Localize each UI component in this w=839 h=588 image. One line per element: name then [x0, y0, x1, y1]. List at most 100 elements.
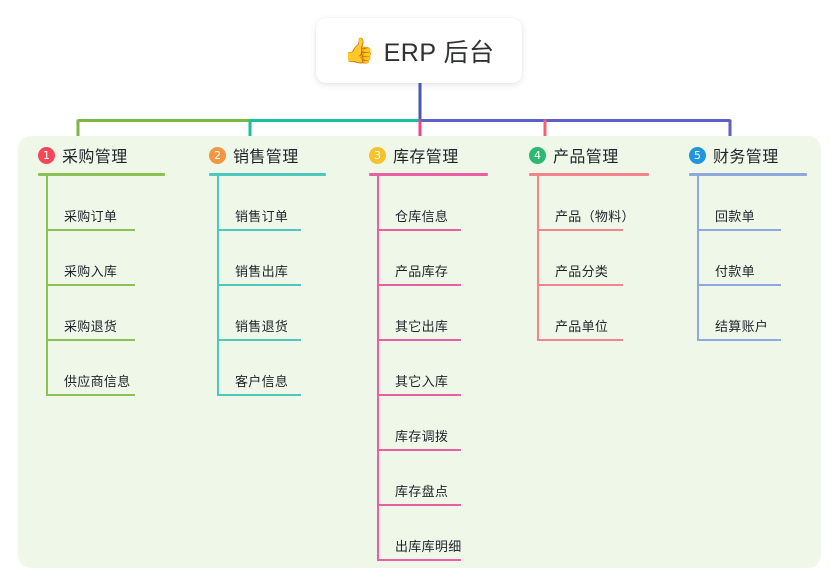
branch-header-1[interactable]: 1 采购管理: [38, 136, 189, 170]
branch-item-label: 销售退货: [235, 319, 289, 334]
branch-item-underline: [46, 284, 135, 286]
branch-item-label: 供应商信息: [64, 374, 131, 389]
branch-item-underline: [377, 229, 461, 231]
branch-item-underline: [377, 504, 461, 506]
branch-item-label: 客户信息: [235, 374, 289, 389]
branch-item-underline: [217, 229, 301, 231]
branch-item[interactable]: 付款单: [697, 231, 821, 286]
branch-item[interactable]: 销售订单: [217, 176, 349, 231]
branch-item-underline: [537, 339, 623, 341]
branch-items: 回款单付款单结算账户: [697, 176, 821, 341]
branch-item[interactable]: 销售出库: [217, 231, 349, 286]
branch-column-1: 1 采购管理采购订单采购入库采购退货供应商信息: [18, 136, 189, 568]
branch-item-underline: [46, 394, 135, 396]
branch-item-underline: [697, 284, 781, 286]
branch-header-underline: [209, 173, 326, 176]
branch-item[interactable]: 库存盘点: [377, 451, 509, 506]
branch-item[interactable]: 客户信息: [217, 341, 349, 396]
root-node-title: ERP 后台: [383, 38, 495, 67]
branch-item-underline: [46, 339, 135, 341]
branch-item-label: 付款单: [715, 264, 755, 279]
branch-item[interactable]: 采购退货: [46, 286, 189, 341]
branch-header-underline: [529, 173, 649, 176]
branch-item-underline: [537, 229, 623, 231]
branch-item[interactable]: 其它出库: [377, 286, 509, 341]
branch-number-badge: 5: [689, 146, 706, 164]
branch-number-badge: 4: [529, 146, 546, 164]
branch-trunk-line: [537, 176, 539, 341]
branch-item[interactable]: 采购订单: [46, 176, 189, 231]
branch-item[interactable]: 库存调拨: [377, 396, 509, 451]
branch-item-underline: [217, 394, 301, 396]
branch-item[interactable]: 采购入库: [46, 231, 189, 286]
thumbs-up-icon: 👍: [343, 36, 375, 65]
branch-trunk-line: [217, 176, 219, 396]
branch-item-label: 销售订单: [235, 209, 289, 224]
branch-title: 产品管理: [553, 149, 619, 166]
branch-item-label: 出库库明细: [395, 539, 462, 554]
branch-item-label: 产品分类: [555, 264, 609, 279]
branch-item[interactable]: 仓库信息: [377, 176, 509, 231]
branch-header-5[interactable]: 5 财务管理: [689, 136, 821, 170]
branch-items: 仓库信息产品库存其它出库其它入库库存调拨库存盘点出库库明细: [377, 176, 509, 561]
branch-item-underline: [217, 284, 301, 286]
branch-item-underline: [377, 449, 461, 451]
branch-number-badge: 3: [369, 146, 386, 164]
branch-column-5: 5 财务管理回款单付款单结算账户: [669, 136, 821, 568]
root-node[interactable]: 👍 ERP 后台: [316, 18, 522, 83]
branch-item[interactable]: 供应商信息: [46, 341, 189, 396]
branch-item-underline: [46, 229, 135, 231]
branch-item-label: 其它出库: [395, 319, 449, 334]
branch-item-underline: [697, 229, 781, 231]
branch-items: 产品（物料） 产品分类产品单位: [537, 176, 669, 341]
branch-item-label: 库存调拨: [395, 429, 449, 444]
branch-item-underline: [377, 559, 461, 561]
branch-item-label: 产品（物料）: [555, 209, 635, 224]
branch-header-underline: [38, 173, 165, 176]
branch-item-label: 回款单: [715, 209, 755, 224]
branch-item-underline: [217, 339, 301, 341]
branch-item-label: 库存盘点: [395, 484, 449, 499]
branch-header-4[interactable]: 4 产品管理: [529, 136, 669, 170]
branch-title: 销售管理: [233, 149, 299, 166]
branch-item-label: 仓库信息: [395, 209, 449, 224]
branch-trunk-line: [697, 176, 699, 341]
branch-header-3[interactable]: 3 库存管理: [369, 136, 509, 170]
branch-column-3: 3 库存管理仓库信息产品库存其它出库其它入库库存调拨库存盘点出库库明细: [349, 136, 509, 568]
branch-header-underline: [369, 173, 488, 176]
branch-item-underline: [377, 394, 461, 396]
branch-item-label: 销售出库: [235, 264, 289, 279]
branch-item-underline: [377, 339, 461, 341]
branch-item-label: 采购入库: [64, 264, 118, 279]
branch-number-badge: 2: [209, 146, 226, 164]
branch-header-2[interactable]: 2 销售管理: [209, 136, 349, 170]
branch-title: 财务管理: [713, 149, 779, 166]
branch-item-underline: [697, 339, 781, 341]
branch-item[interactable]: 产品分类: [537, 231, 669, 286]
branch-item-label: 其它入库: [395, 374, 449, 389]
branch-item-underline: [537, 284, 623, 286]
branch-item-label: 采购退货: [64, 319, 118, 334]
branch-items: 采购订单采购入库采购退货供应商信息: [46, 176, 189, 396]
branch-title: 库存管理: [393, 149, 459, 166]
branch-column-4: 4 产品管理产品（物料） 产品分类产品单位: [509, 136, 669, 568]
branch-title: 采购管理: [62, 149, 128, 166]
branch-item[interactable]: 销售退货: [217, 286, 349, 341]
branch-item[interactable]: 产品（物料）: [537, 176, 669, 231]
branch-item-label: 产品库存: [395, 264, 449, 279]
branch-item[interactable]: 出库库明细: [377, 506, 509, 561]
branches-panel: 1 采购管理采购订单采购入库采购退货供应商信息 2 销售管理销售订单销售出库销售退货客…: [18, 136, 821, 568]
branch-item-label: 产品单位: [555, 319, 609, 334]
branch-header-underline: [689, 173, 807, 176]
branch-item[interactable]: 产品库存: [377, 231, 509, 286]
branch-columns: 1 采购管理采购订单采购入库采购退货供应商信息 2 销售管理销售订单销售出库销售退货客…: [18, 136, 821, 568]
branch-item[interactable]: 回款单: [697, 176, 821, 231]
branch-item[interactable]: 结算账户: [697, 286, 821, 341]
branch-number-badge: 1: [38, 146, 55, 164]
branch-item-label: 结算账户: [715, 319, 769, 334]
branch-item[interactable]: 产品单位: [537, 286, 669, 341]
branch-column-2: 2 销售管理销售订单销售出库销售退货客户信息: [189, 136, 349, 568]
branch-items: 销售订单销售出库销售退货客户信息: [217, 176, 349, 396]
branch-item[interactable]: 其它入库: [377, 341, 509, 396]
